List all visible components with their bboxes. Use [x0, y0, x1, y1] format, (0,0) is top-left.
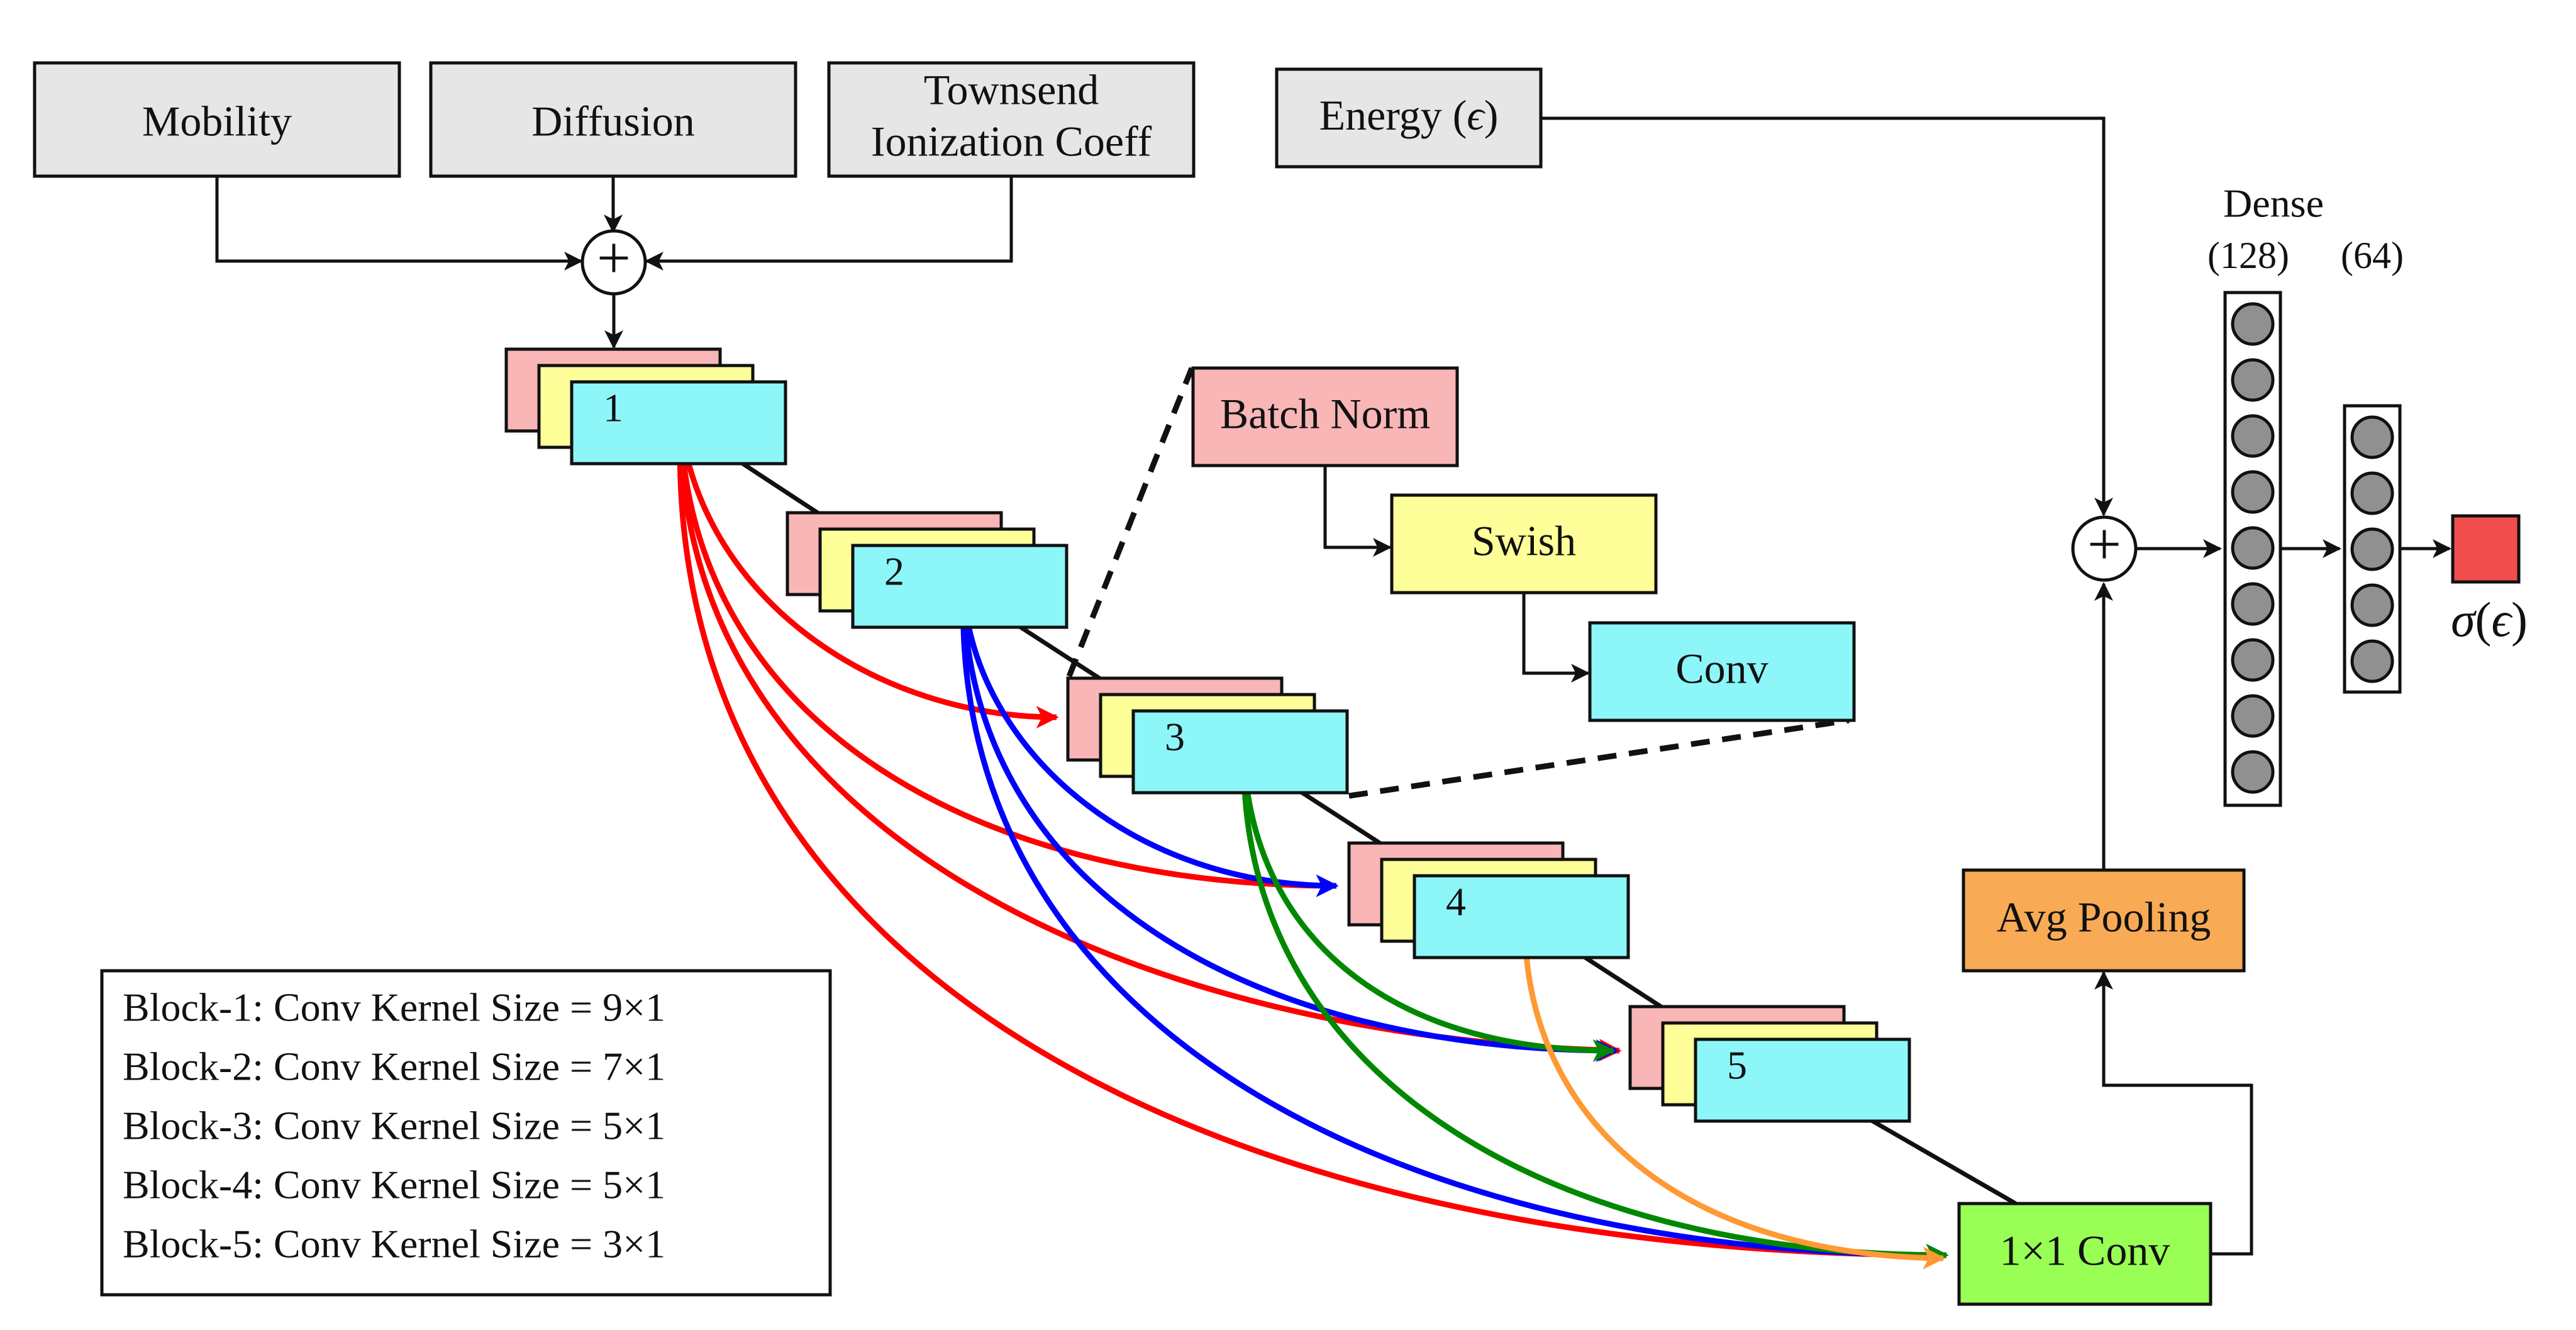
- skip-block3-to-conv1x1: [1241, 754, 1949, 1266]
- block-4: 4: [1347, 841, 1630, 959]
- dense-layer-128: [2223, 291, 2282, 807]
- skip-connections: [677, 422, 1949, 1270]
- batch-norm-label: Batch Norm: [1220, 390, 1430, 438]
- block-5-layer-3: [1694, 1037, 1911, 1123]
- block-internal-conv: Conv: [1588, 621, 1856, 722]
- dense-header: Dense (128) (64): [2207, 181, 2404, 276]
- dense-layer-128-neuron-2: [2231, 358, 2275, 402]
- legend-item-block5: Block-5: Conv Kernel Size = 3×1: [123, 1222, 665, 1266]
- block-internal-swish: Swish: [1390, 493, 1658, 595]
- output-node: [2451, 514, 2521, 584]
- dense-layer-128-neuron-6: [2231, 582, 2275, 626]
- swish-label: Swish: [1472, 517, 1576, 565]
- input-townsend-label-line1: Townsend: [924, 66, 1099, 114]
- input-energy: Energy (ϵ): [1275, 67, 1543, 169]
- legend-item-block1: Block-1: Conv Kernel Size = 9×1: [123, 985, 665, 1030]
- dense-layer-128-neuron-8: [2231, 694, 2275, 738]
- zoom-line-upper: [1066, 367, 1195, 678]
- conv1x1-to-avg-pooling-arrow: [2094, 971, 2253, 1256]
- output-label: σ(ϵ): [2451, 592, 2528, 647]
- input-mobility: Mobility: [33, 61, 401, 178]
- dense-layer-128-neuron-5: [2231, 526, 2275, 570]
- input-townsend-label-line2: Ionization Coeff: [871, 118, 1152, 165]
- block-5-number: 5: [1727, 1043, 1747, 1088]
- avg-pooling-layer: Avg Pooling: [1962, 868, 2246, 973]
- conv-label: Conv: [1675, 645, 1768, 693]
- dense-layer2-size: (64): [2341, 235, 2404, 276]
- skip-block1-to-block4: [677, 422, 1339, 897]
- dense-layer-64-neuron-3: [2350, 527, 2394, 571]
- block-3-number: 3: [1165, 715, 1185, 759]
- block-3-layer-3: [1131, 709, 1349, 795]
- feature-sum-node: +: [2071, 510, 2138, 582]
- dense-layer-128-neuron-1: [2231, 302, 2275, 346]
- dense-title: Dense: [2223, 181, 2324, 226]
- block-4-number: 4: [1446, 880, 1466, 924]
- input-mobility-label: Mobility: [142, 98, 292, 145]
- dense-layer-64-neuron-1: [2350, 415, 2394, 459]
- input-diffusion: Diffusion: [429, 61, 797, 178]
- block-1: 1: [504, 347, 787, 466]
- legend-item-block2: Block-2: Conv Kernel Size = 7×1: [123, 1044, 665, 1089]
- input-townsend: Townsend Ionization Coeff: [827, 61, 1196, 178]
- legend-item-block3: Block-3: Conv Kernel Size = 5×1: [123, 1104, 665, 1148]
- energy-to-sum-arrow: [1541, 116, 2113, 517]
- block-4-layer-3: [1413, 874, 1630, 959]
- dense-blocks: 1 2 3 4 5: [504, 347, 2017, 1206]
- dense-layer-128-neuron-3: [2231, 414, 2275, 458]
- block-internal-batch-norm: Batch Norm: [1191, 366, 1459, 467]
- dense-layer-64: [2343, 404, 2402, 694]
- swish-to-conv-arrow: [1522, 593, 1590, 683]
- pointwise-conv-layer: 1×1 Conv: [1957, 1202, 2212, 1306]
- batch-norm-to-swish-arrow: [1323, 466, 1392, 557]
- townsend-to-sum-arrow: [645, 176, 1013, 271]
- dense-layer-128-neuron-9: [2231, 750, 2275, 794]
- block-1-number: 1: [603, 386, 623, 430]
- input-sum-node: +: [580, 224, 647, 296]
- block-5: 5: [1628, 1005, 1911, 1123]
- dense-layer1-size: (128): [2207, 235, 2289, 276]
- input-energy-label: Energy (ϵ): [1319, 91, 1499, 139]
- skip-block3-to-block5: [1241, 754, 1616, 1062]
- dense-layer-128-neuron-7: [2231, 638, 2275, 682]
- dense-layer-64-neuron-5: [2350, 639, 2394, 683]
- avg-pooling-label: Avg Pooling: [1997, 893, 2211, 941]
- kernel-size-legend: Block-1: Conv Kernel Size = 9×1 Block-2:…: [100, 969, 832, 1297]
- block-2-layer-3: [851, 544, 1069, 629]
- skip-block2-to-conv1x1: [960, 590, 1949, 1266]
- dense-layer-64-neuron-2: [2350, 471, 2394, 515]
- block-3: 3: [1066, 676, 1349, 795]
- zoom-line-lower: [1348, 717, 1850, 799]
- skip-block4-to-conv1x1: [1522, 918, 1946, 1270]
- input-diffusion-label: Diffusion: [531, 98, 694, 145]
- dense-layer-128-neuron-4: [2231, 470, 2275, 514]
- skip-block1-to-conv1x1: [677, 422, 1949, 1266]
- block-1-layer-3: [570, 380, 787, 466]
- pointwise-conv-label: 1×1 Conv: [2000, 1227, 2170, 1275]
- skip-block2-to-block4: [960, 590, 1339, 897]
- dense-layer-64-neuron-4: [2350, 583, 2394, 627]
- input-sum-symbol: +: [597, 224, 631, 291]
- block-2: 2: [786, 511, 1069, 629]
- feature-sum-symbol: +: [2087, 510, 2121, 578]
- block-2-number: 2: [884, 549, 904, 594]
- skip-block2-to-block5: [960, 590, 1619, 1062]
- legend-item-block4: Block-4: Conv Kernel Size = 5×1: [123, 1163, 665, 1207]
- mobility-to-sum-arrow: [215, 176, 583, 271]
